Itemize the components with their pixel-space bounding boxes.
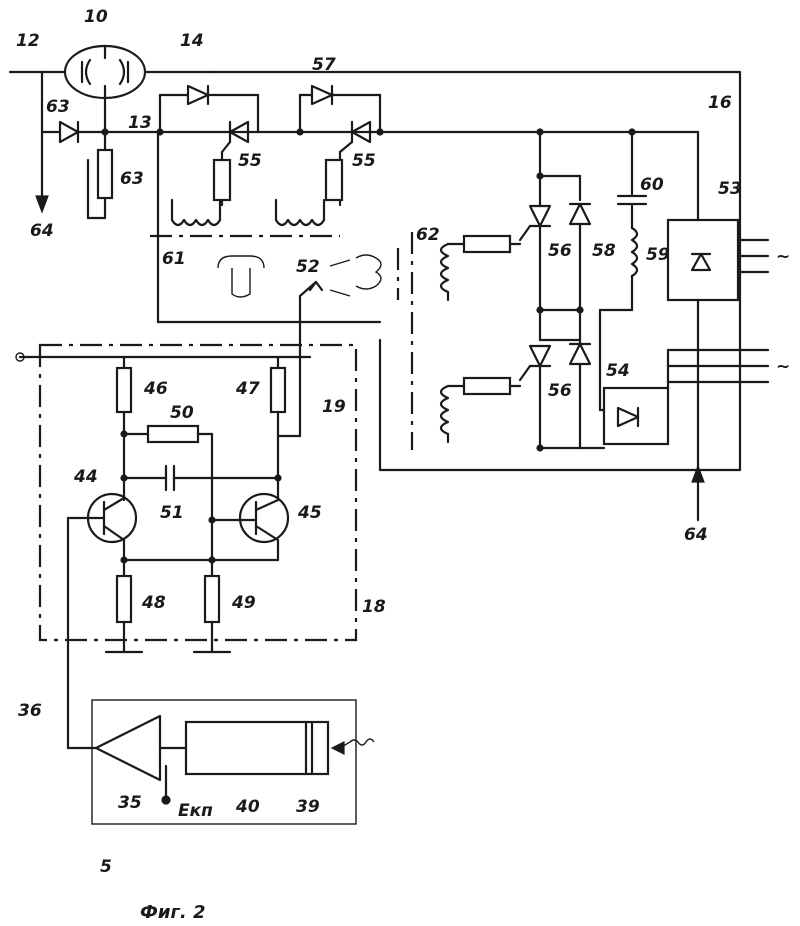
resistor-gate-lower — [464, 378, 510, 394]
label-64a: 64 — [30, 221, 54, 241]
label-14: 14 — [180, 31, 204, 51]
label-45: 45 — [297, 503, 322, 523]
resistor-55a — [214, 160, 230, 200]
transistor-45 — [240, 494, 288, 542]
label-56b: 56 — [548, 381, 572, 401]
label-40: 40 — [235, 797, 260, 817]
label-tilde-2: ~ — [776, 357, 790, 377]
labels: 10 12 14 13 63 63 64 57 16 55 55 61 52 6… — [16, 7, 790, 923]
label-5: 5 — [100, 857, 112, 877]
label-56a: 56 — [548, 241, 572, 261]
label-35: 35 — [118, 793, 142, 813]
amplifier-35 — [96, 716, 160, 780]
label-13: 13 — [128, 113, 152, 133]
label-50: 50 — [170, 403, 194, 423]
coil-62-upper — [441, 244, 448, 292]
diode-57 — [312, 86, 332, 104]
inductor-59 — [632, 228, 637, 276]
label-18: 18 — [362, 597, 386, 617]
coil-62-lower — [441, 386, 448, 434]
label-54: 54 — [606, 361, 630, 381]
bridge-53 — [668, 220, 738, 300]
label-48: 48 — [141, 593, 166, 613]
diode-58-upper — [570, 204, 590, 224]
label-ekp: Eкп — [178, 801, 213, 821]
label-55b: 55 — [352, 151, 376, 171]
label-tilde-1: ~ — [776, 247, 790, 267]
label-57: 57 — [312, 55, 336, 75]
resistor-63 — [98, 150, 112, 198]
diode-upper-1 — [188, 86, 208, 104]
resistor-gate-upper — [464, 236, 510, 252]
label-59: 59 — [646, 245, 670, 265]
thyristor-56-lower — [530, 346, 550, 366]
resistor-48 — [117, 576, 131, 622]
label-60: 60 — [640, 175, 664, 195]
discharge-lamp-10 — [65, 46, 145, 98]
arrow-64-bottom — [692, 466, 704, 482]
label-10: 10 — [84, 7, 108, 27]
label-39: 39 — [296, 797, 320, 817]
label-44: 44 — [73, 467, 98, 487]
resistor-49 — [205, 576, 219, 622]
coil-right — [276, 200, 324, 225]
label-49: 49 — [231, 593, 256, 613]
label-61: 61 — [162, 249, 186, 269]
label-52: 52 — [296, 257, 320, 277]
label-47: 47 — [235, 379, 260, 399]
transformer-52 — [356, 255, 381, 289]
label-46: 46 — [143, 379, 168, 399]
label-36: 36 — [18, 701, 42, 721]
label-62: 62 — [416, 225, 440, 245]
resistor-47 — [271, 368, 285, 412]
frame-18 — [40, 345, 356, 640]
label-64b: 64 — [684, 525, 708, 545]
resistor-50 — [148, 426, 198, 442]
diode-58-lower — [570, 344, 590, 364]
label-58: 58 — [592, 241, 616, 261]
label-19: 19 — [322, 397, 346, 417]
label-55a: 55 — [238, 151, 262, 171]
resistor-55b — [326, 160, 342, 200]
input-signal — [340, 739, 374, 748]
diode-63 — [60, 122, 78, 142]
label-51: 51 — [160, 503, 184, 523]
label-16: 16 — [708, 93, 732, 113]
resistor-46 — [117, 368, 131, 412]
core-symbol — [218, 256, 264, 297]
coil-left — [172, 200, 220, 225]
label-63b: 63 — [120, 169, 144, 189]
figure-caption: Фиг. 2 — [140, 902, 206, 923]
label-53: 53 — [718, 179, 742, 199]
label-63a: 63 — [46, 97, 70, 117]
arrow-64-left — [36, 196, 48, 212]
label-12: 12 — [16, 31, 40, 51]
thyristor-56-upper — [530, 206, 550, 226]
